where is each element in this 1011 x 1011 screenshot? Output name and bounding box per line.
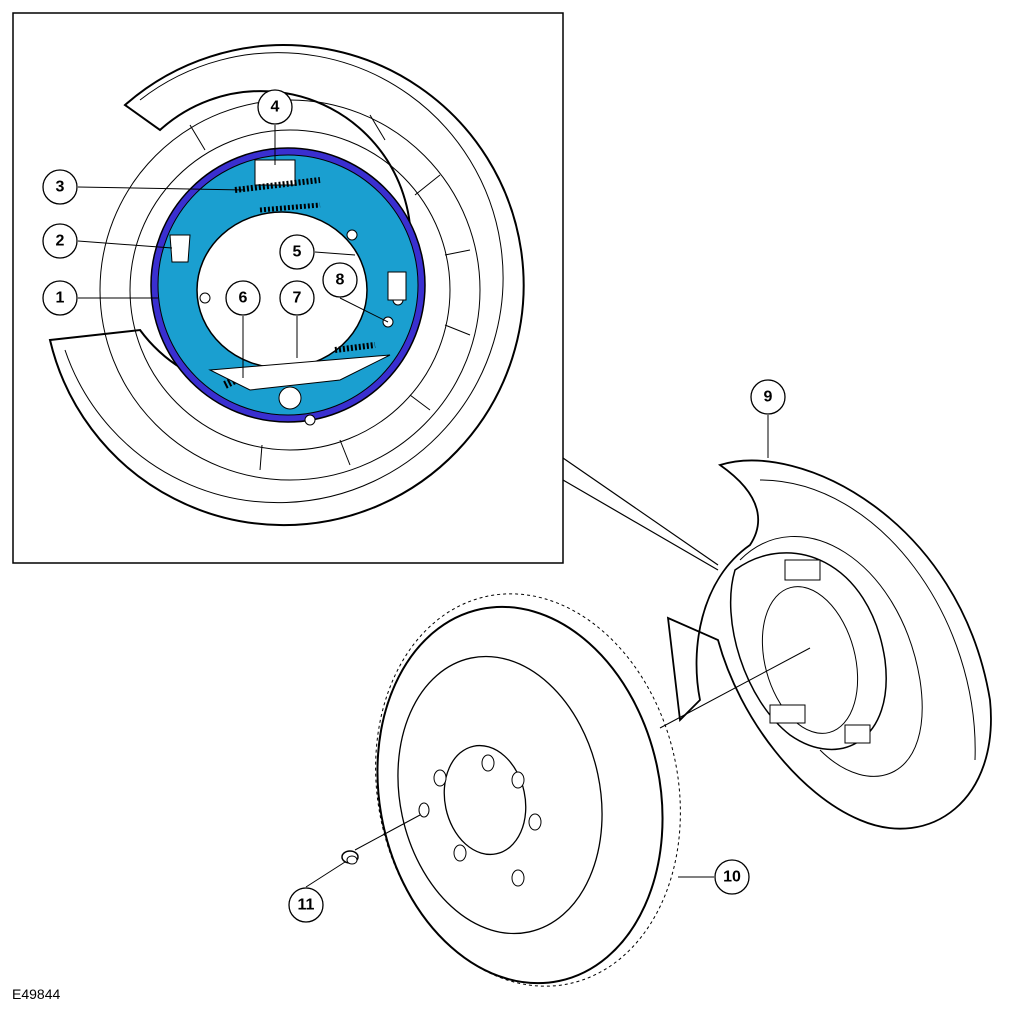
- svg-text:2: 2: [56, 233, 65, 250]
- callout-2: 2: [42, 223, 78, 259]
- callout-9: 9: [750, 379, 786, 415]
- callout-10: 10: [714, 859, 750, 895]
- svg-text:9: 9: [764, 389, 773, 406]
- svg-text:8: 8: [336, 272, 345, 289]
- callout-11: 11: [288, 887, 324, 923]
- callout-7: 7: [279, 280, 315, 316]
- callout-4: 4: [257, 89, 293, 125]
- inset-connector-line: [562, 457, 719, 566]
- svg-text:5: 5: [293, 244, 302, 261]
- figure-id: E49844: [12, 986, 61, 1002]
- backing-plate-exploded: [666, 459, 992, 830]
- inset-connector-line: [562, 479, 719, 571]
- svg-text:1: 1: [56, 290, 65, 307]
- leader-lines: [77, 125, 811, 888]
- brake-disc: [375, 593, 681, 987]
- svg-text:10: 10: [723, 869, 741, 886]
- retaining-screw: [341, 850, 359, 865]
- svg-text:3: 3: [56, 179, 65, 196]
- svg-text:6: 6: [239, 290, 248, 307]
- callout-1: 1: [42, 280, 78, 316]
- svg-text:11: 11: [298, 897, 315, 914]
- svg-text:7: 7: [293, 290, 302, 307]
- callout-6: 6: [225, 280, 261, 316]
- inset-backing-plate: [48, 44, 525, 527]
- callout-5: 5: [279, 234, 315, 270]
- callout-3: 3: [42, 169, 78, 205]
- svg-text:4: 4: [271, 99, 280, 116]
- callout-8: 8: [322, 262, 358, 298]
